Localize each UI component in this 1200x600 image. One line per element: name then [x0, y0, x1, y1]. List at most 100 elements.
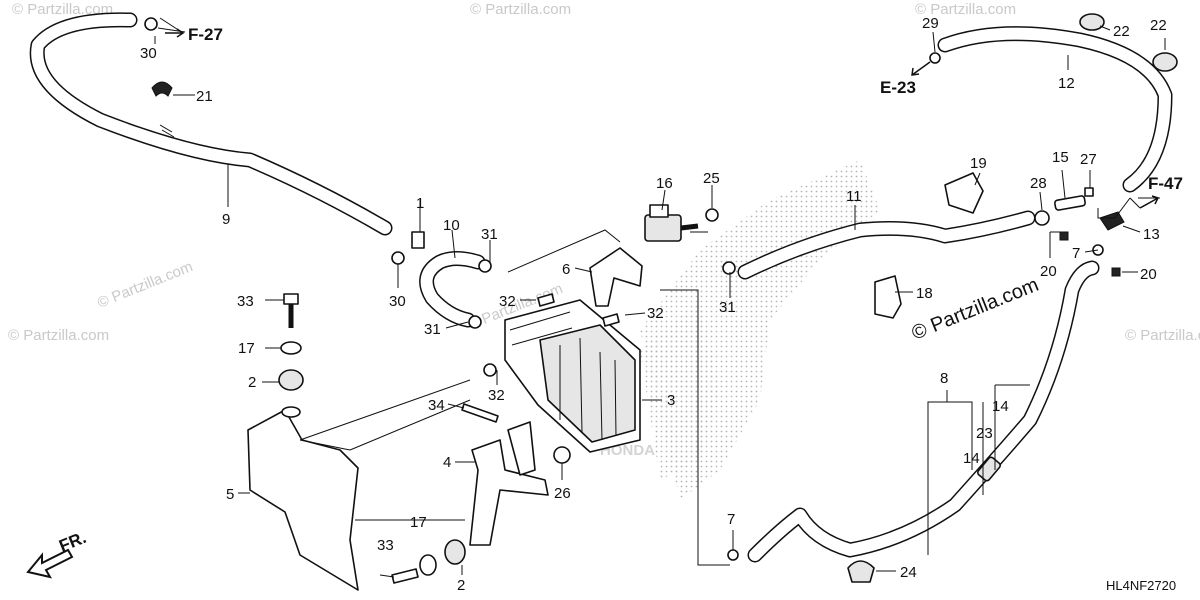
callout-1[interactable]: 1 [416, 195, 424, 212]
washer-28[interactable] [1034, 210, 1050, 226]
callout-17-top[interactable]: 17 [238, 340, 255, 357]
hose-11[interactable] [737, 210, 1036, 280]
watermark-top-left: © Partzilla.com [12, 1, 113, 18]
grommet-2-bottom[interactable] [444, 539, 466, 565]
bolt-34[interactable] [461, 403, 499, 423]
callout-9[interactable]: 9 [222, 211, 230, 228]
clamp-27[interactable] [1084, 187, 1094, 197]
callout-12[interactable]: 12 [1058, 75, 1075, 92]
front-label: FR. [56, 528, 89, 556]
callout-11[interactable]: 11 [846, 188, 862, 205]
hose-10[interactable] [419, 251, 486, 328]
callout-4[interactable]: 4 [443, 454, 451, 471]
bolt-25[interactable] [705, 208, 719, 222]
clamp-20-a[interactable] [1059, 231, 1069, 241]
callout-15[interactable]: 15 [1052, 149, 1069, 166]
clamp-22-b[interactable] [1152, 52, 1178, 72]
ref-arrow-f27 [165, 28, 185, 38]
callout-28[interactable]: 28 [1030, 175, 1047, 192]
callout-20-a[interactable]: 20 [1040, 263, 1057, 280]
hose-8[interactable] [747, 260, 1100, 563]
callout-8[interactable]: 8 [940, 370, 948, 387]
callout-33-bottom[interactable]: 33 [377, 537, 394, 554]
canister-3[interactable] [504, 299, 641, 453]
bolt-33-top[interactable] [283, 293, 299, 328]
callout-29[interactable]: 29 [922, 15, 939, 32]
washer-top[interactable] [281, 406, 301, 418]
callout-16[interactable]: 16 [656, 175, 673, 192]
callout-33-top[interactable]: 33 [237, 293, 254, 310]
callout-3[interactable]: 3 [667, 392, 675, 409]
callout-21[interactable]: 21 [196, 88, 213, 105]
clamp-7-bottom[interactable] [727, 549, 739, 561]
callout-31-b[interactable]: 31 [424, 321, 441, 338]
collar-17-top[interactable] [280, 341, 302, 355]
clamp-31-a[interactable] [478, 259, 492, 273]
callout-7-bottom[interactable]: 7 [727, 511, 735, 528]
cap-29[interactable] [929, 52, 941, 64]
callout-32-c[interactable]: 32 [488, 387, 505, 404]
callout-5[interactable]: 5 [226, 486, 234, 503]
callout-6[interactable]: 6 [562, 261, 570, 278]
callout-7-top[interactable]: 7 [1072, 245, 1080, 262]
solenoid-valve-16[interactable] [644, 204, 699, 242]
callout-32-b[interactable]: 32 [647, 305, 664, 322]
fitting-13[interactable] [1099, 211, 1125, 231]
bracket-5[interactable] [247, 409, 359, 591]
clamp-31-b[interactable] [468, 315, 482, 329]
bolt-32-c[interactable] [483, 363, 497, 377]
watermark-top-right: © Partzilla.com [915, 1, 1016, 18]
callout-34[interactable]: 34 [428, 397, 445, 414]
clip-18[interactable] [874, 275, 902, 319]
clamp-21[interactable] [151, 81, 173, 97]
clamp-22-a[interactable] [1079, 13, 1105, 31]
ref-label-f47[interactable]: F-47 [1148, 174, 1183, 193]
clamp-30-left[interactable] [391, 251, 405, 265]
callout-10[interactable]: 10 [443, 217, 460, 234]
watermark-top-center: © Partzilla.com [470, 1, 571, 18]
callout-14-b[interactable]: 14 [963, 450, 980, 467]
clamp-31-c[interactable] [722, 261, 736, 275]
ref-label-f27[interactable]: F-27 [188, 25, 223, 44]
clamp-1[interactable] [411, 231, 425, 249]
callout-2-bottom[interactable]: 2 [457, 577, 465, 594]
hose-12[interactable] [937, 26, 1173, 193]
bolt-33-bottom[interactable] [391, 568, 419, 584]
clamp-20-b[interactable] [1111, 267, 1121, 277]
callout-31-c[interactable]: 31 [719, 299, 736, 316]
hose-9[interactable] [29, 12, 393, 236]
callout-2-top[interactable]: 2 [248, 374, 256, 391]
clamp-24[interactable] [847, 560, 875, 583]
ref-label-e23[interactable]: E-23 [880, 78, 916, 97]
callout-26[interactable]: 26 [554, 485, 571, 502]
callout-14-a[interactable]: 14 [992, 398, 1009, 415]
callout-22-a[interactable]: 22 [1113, 23, 1130, 40]
callout-20-b[interactable]: 20 [1140, 266, 1157, 283]
bolt-32-b[interactable] [602, 313, 620, 327]
bolt-32-a[interactable] [537, 293, 555, 307]
callout-13[interactable]: 13 [1143, 226, 1160, 243]
callout-19[interactable]: 19 [970, 155, 987, 172]
callout-31-a[interactable]: 31 [481, 226, 498, 243]
bracket-4[interactable] [469, 421, 549, 546]
pipe-15[interactable] [1054, 195, 1086, 211]
honda-wing-watermark [640, 160, 880, 500]
callout-30-top[interactable]: 30 [140, 45, 157, 62]
front-arrow-icon [26, 548, 74, 579]
clamp-30-top[interactable] [144, 17, 158, 31]
callout-25[interactable]: 25 [703, 170, 720, 187]
callout-18[interactable]: 18 [916, 285, 933, 302]
bracket-6[interactable] [589, 247, 643, 307]
callout-32-a[interactable]: 32 [499, 293, 516, 310]
clip-19[interactable] [944, 172, 984, 214]
callout-22-b[interactable]: 22 [1150, 17, 1167, 34]
callout-23[interactable]: 23 [976, 425, 993, 442]
callout-24[interactable]: 24 [900, 564, 917, 581]
grommet-2-top[interactable] [278, 369, 304, 391]
callout-17-bottom[interactable]: 17 [410, 514, 427, 531]
callout-30-left[interactable]: 30 [389, 293, 406, 310]
collar-17-bottom[interactable] [419, 554, 437, 576]
callout-27[interactable]: 27 [1080, 151, 1097, 168]
nut-26[interactable] [553, 446, 571, 464]
